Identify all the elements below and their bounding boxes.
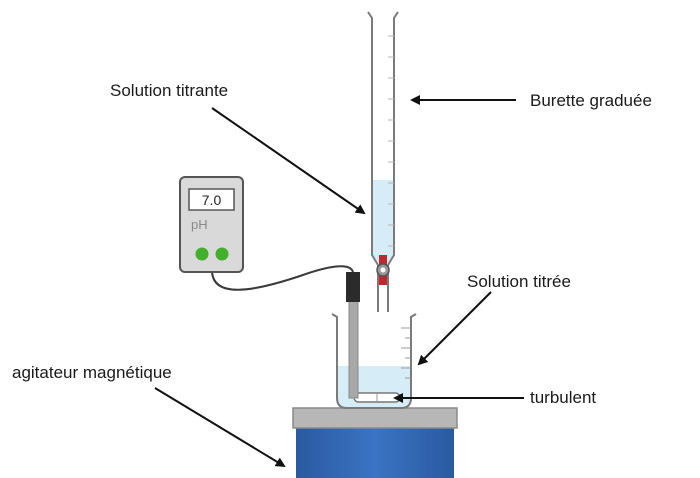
electrode-shaft: [348, 299, 359, 399]
burette-liquid: [372, 180, 394, 268]
ph-meter-button-right[interactable]: [215, 247, 229, 261]
stirrer-body: [296, 426, 454, 478]
magnetic-stirrer: [292, 407, 458, 478]
arrow-agitateur: [154, 387, 286, 468]
beaker: [331, 313, 417, 409]
electrode-cap: [346, 272, 360, 302]
burette: [367, 11, 399, 312]
ph-electrode: [346, 272, 360, 399]
ph-meter: 7.0 pH: [179, 176, 244, 273]
ph-meter-button-left[interactable]: [195, 247, 209, 261]
beaker-glass: [331, 313, 417, 409]
stopcock[interactable]: [376, 255, 390, 285]
ph-display: [188, 188, 235, 211]
burette-glass: [367, 11, 399, 312]
label-agitateur-magnetique: agitateur magnétique: [12, 363, 172, 382]
beaker-graduations: [401, 327, 411, 379]
label-turbulent: turbulent: [530, 388, 596, 407]
annotation-arrows: [154, 95, 524, 468]
arrow-solution-titree: [417, 291, 492, 366]
ph-reading: 7.0: [202, 192, 222, 208]
stirrer-top-plate: [292, 407, 458, 429]
label-solution-titrante: Solution titrante: [110, 81, 228, 100]
electrode-cable: [211, 265, 354, 291]
arrow-solution-titrante: [211, 107, 366, 215]
label-burette-graduee: Burette graduée: [530, 91, 652, 110]
ph-unit-label: pH: [191, 217, 208, 232]
label-solution-titree: Solution titrée: [467, 272, 571, 291]
burette-graduations: [388, 35, 394, 247]
